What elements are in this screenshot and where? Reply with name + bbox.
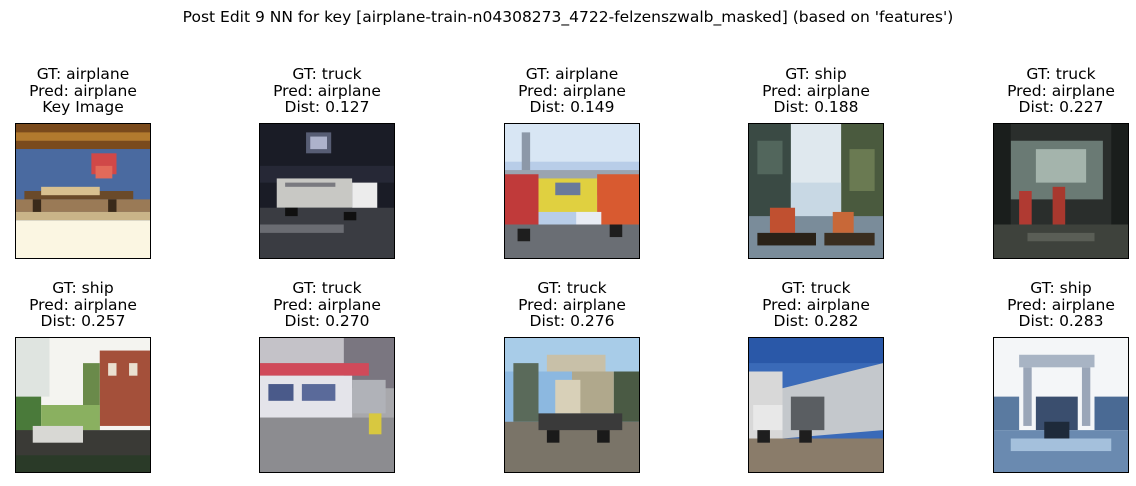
dist-label: Dist: 0.276 [529,312,615,330]
key-image-thumbnail [15,123,151,259]
gt-label: GT: ship [785,65,847,83]
figure-title: Post Edit 9 NN for key [airplane-train-n… [182,8,954,26]
gt-label: GT: truck [537,279,607,297]
panel-caption: GT: airplane Pred: airplane Dist: 0.149 [464,66,680,116]
panel-caption: GT: truck Pred: airplane Dist: 0.282 [708,280,924,330]
gt-label: GT: airplane [525,65,619,83]
pred-label: Pred: airplane [1007,81,1115,100]
panel-caption: GT: ship Pred: airplane Dist: 0.257 [0,280,191,330]
dist-label: Dist: 0.257 [40,312,126,330]
pred-label: Pred: airplane [273,81,381,100]
neighbor-thumbnail [259,123,395,259]
pred-label: Pred: airplane [518,295,626,314]
neighbor-thumbnail [748,123,884,259]
neighbor-thumbnail [504,337,640,473]
gt-label: GT: airplane [36,65,130,83]
dist-label: Dist: 0.127 [284,98,370,116]
pred-label: Pred: airplane [29,81,137,100]
dist-label: Dist: 0.282 [773,312,859,330]
pred-label: Pred: airplane [1007,295,1115,314]
pred-label: Pred: airplane [273,295,381,314]
dist-label: Dist: 0.270 [284,312,370,330]
panel-caption: GT: ship Pred: airplane Dist: 0.283 [953,280,1136,330]
dist-label: Dist: 0.149 [529,98,615,116]
gt-label: GT: truck [292,65,362,83]
key-image-label: Key Image [42,98,124,116]
gt-label: GT: truck [292,279,362,297]
panel-caption: GT: truck Pred: airplane Dist: 0.227 [953,66,1136,116]
panel-caption: GT: truck Pred: airplane Dist: 0.276 [464,280,680,330]
neighbor-thumbnail [504,123,640,259]
neighbor-thumbnail [993,337,1129,473]
neighbor-thumbnail [259,337,395,473]
gt-label: GT: ship [52,279,114,297]
panel-caption: GT: airplane Pred: airplane Key Image [0,66,191,116]
panel-caption: GT: truck Pred: airplane Dist: 0.127 [219,66,435,116]
gt-label: GT: truck [781,279,851,297]
pred-label: Pred: airplane [762,295,870,314]
dist-label: Dist: 0.227 [1018,98,1104,116]
panel-caption: GT: ship Pred: airplane Dist: 0.188 [708,66,924,116]
dist-label: Dist: 0.283 [1018,312,1104,330]
neighbor-thumbnail [748,337,884,473]
pred-label: Pred: airplane [762,81,870,100]
dist-label: Dist: 0.188 [773,98,859,116]
neighbor-thumbnail [15,337,151,473]
panel-caption: GT: truck Pred: airplane Dist: 0.270 [219,280,435,330]
gt-label: GT: ship [1030,279,1092,297]
neighbor-thumbnail [993,123,1129,259]
pred-label: Pred: airplane [29,295,137,314]
gt-label: GT: truck [1026,65,1096,83]
pred-label: Pred: airplane [518,81,626,100]
